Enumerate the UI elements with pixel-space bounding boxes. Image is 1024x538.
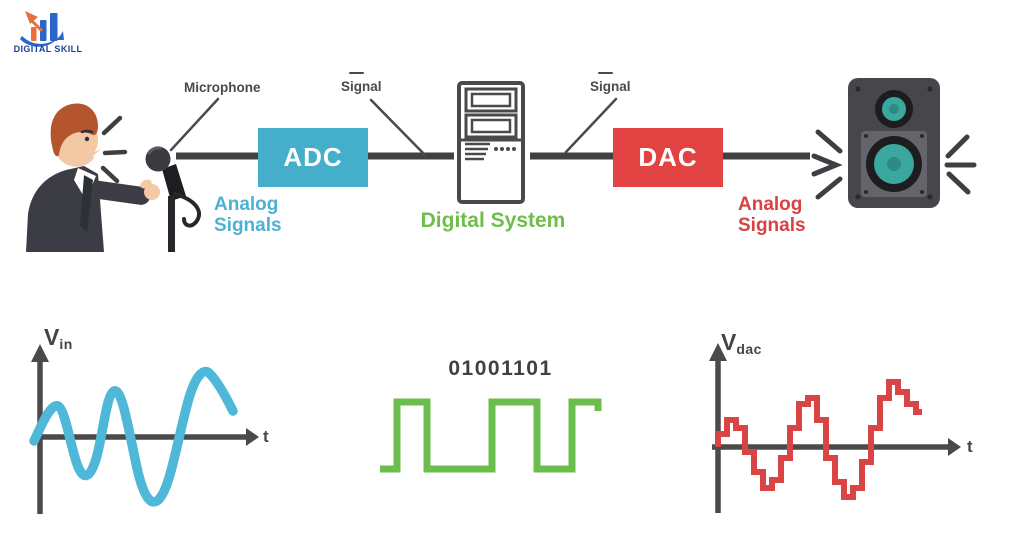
computer-tower-icon <box>457 81 525 204</box>
analog-signals-right-label: Analog Signals <box>738 194 806 236</box>
vin-subscript: in <box>59 336 73 352</box>
microphone-label: Microphone <box>184 80 261 95</box>
speaker-icon <box>848 78 940 208</box>
microphone-icon <box>145 146 202 252</box>
adc-block: ADC <box>258 128 368 187</box>
annotation-leader-lines <box>169 72 618 157</box>
vdac-symbol: V <box>721 329 737 355</box>
vin-analog-wave <box>29 366 238 507</box>
vdac-subscript: dac <box>736 341 762 357</box>
brand-name: DIGITAL SKILL <box>13 44 83 54</box>
speech-sound-lines-icon <box>100 115 128 184</box>
vdac-plot <box>709 343 961 513</box>
vdac-time-label: t <box>967 437 973 456</box>
speaker-sound-lines-icon <box>811 129 977 200</box>
left-signal-label: Signal <box>341 79 382 94</box>
vdac-axis-title: Vdac <box>721 329 762 357</box>
brand-logo-icon <box>20 11 64 47</box>
vin-y-axis-arrow <box>31 344 49 362</box>
vdac-staircase-wave <box>715 379 922 500</box>
digital-system-label: Digital System <box>420 209 566 232</box>
vin-x-axis-arrow <box>246 428 259 446</box>
dac-block: DAC <box>613 128 723 187</box>
vdac-x-axis-arrow <box>948 438 961 456</box>
speaking-man-illustration <box>26 103 160 252</box>
vin-axis-title: Vin <box>44 324 73 352</box>
vin-symbol: V <box>44 324 60 350</box>
vin-time-label: t <box>263 427 269 446</box>
analog-signals-left-label: Analog Signals <box>214 194 282 236</box>
bitstream-value: 01001101 <box>448 357 553 380</box>
vin-plot <box>29 344 259 514</box>
vdac-y-axis-arrow <box>709 343 727 361</box>
right-signal-label: Signal <box>590 79 631 94</box>
digital-bitstream-wave <box>380 398 602 473</box>
